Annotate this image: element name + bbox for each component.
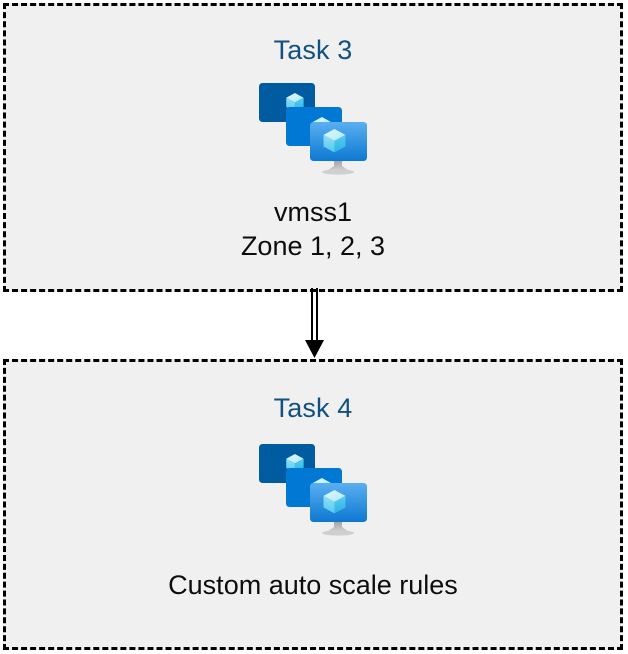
task-title-task3: Task 3 — [273, 35, 353, 65]
connector-arrow-task3-to-task4 — [305, 288, 324, 358]
node-label-stack-task3: vmss1 Zone 1, 2, 3 — [241, 195, 385, 263]
node-label-vmss-zones: Zone 1, 2, 3 — [240, 231, 386, 261]
node-label-stack-task4: Custom auto scale rules — [168, 568, 458, 602]
node-label-vmss-name: vmss1 — [273, 197, 352, 227]
task-title-task4: Task 4 — [273, 393, 353, 423]
task-box-task3[interactable]: Task 3 — [3, 3, 623, 292]
vm-scale-set-icon — [259, 83, 367, 175]
vm-scale-set-icon — [259, 444, 367, 536]
task-box-task4[interactable]: Task 4 — [3, 359, 623, 650]
node-label-autoscale-rules: Custom auto scale rules — [168, 570, 458, 600]
